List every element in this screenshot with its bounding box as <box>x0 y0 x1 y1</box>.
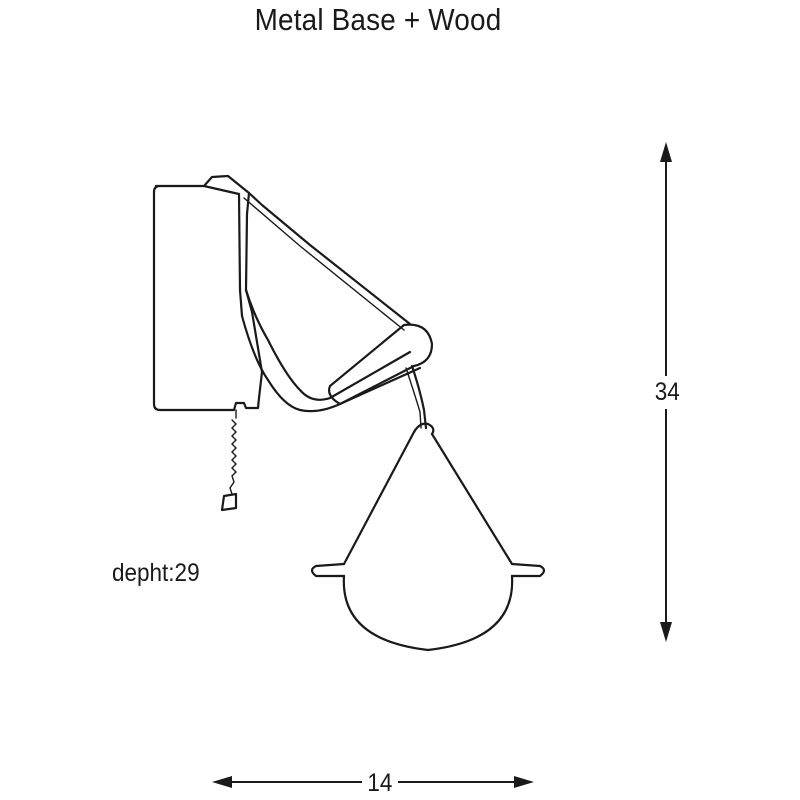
lamp-shade <box>342 430 514 566</box>
width-value: 14 <box>362 769 398 798</box>
shade-bulb <box>342 574 514 652</box>
lamp-arm-strut <box>247 191 412 326</box>
lamp-arm-strut-inner <box>243 197 405 331</box>
pull-chain <box>229 409 237 495</box>
height-value: 34 <box>652 376 683 409</box>
shade-rim <box>310 562 546 578</box>
height-arrow-top <box>660 142 672 162</box>
width-arrow-right <box>514 776 534 788</box>
base-inner-edge <box>237 192 244 318</box>
lamp-cable-inner <box>405 367 422 429</box>
lamp-cable <box>410 364 428 430</box>
lamp-arm-curve <box>244 288 412 401</box>
width-arrow-left <box>212 776 232 788</box>
lamp-joint <box>328 323 434 406</box>
shade-cap <box>412 422 435 436</box>
lamp-arm-curve-outer <box>240 314 422 413</box>
height-arrow-bottom <box>660 622 672 642</box>
pull-chain-handle <box>220 492 238 512</box>
drawing-title: Metal Base + Wood <box>254 2 502 37</box>
depth-label: depht:29 <box>112 559 200 587</box>
base-top-cap <box>202 184 241 196</box>
